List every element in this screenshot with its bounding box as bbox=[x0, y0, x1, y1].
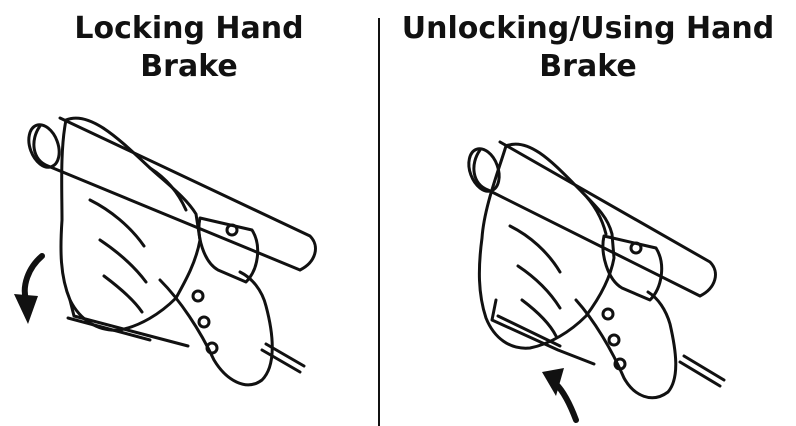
unlocking-brake-panel: Unlocking/Using Hand Brake bbox=[380, 0, 796, 426]
brake-lever-icon bbox=[158, 270, 274, 387]
panel-divider bbox=[378, 18, 380, 426]
up-arrow-icon bbox=[553, 381, 579, 423]
handlebar-icon bbox=[32, 116, 317, 272]
locking-brake-title-line1: Locking Hand bbox=[74, 11, 304, 46]
handlebar-icon bbox=[472, 140, 717, 298]
brake-cable-icon bbox=[260, 342, 306, 374]
brake-cable-icon bbox=[678, 354, 726, 388]
down-arrow-icon bbox=[21, 253, 45, 303]
unlocking-brake-title: Unlocking/Using Hand Brake bbox=[380, 10, 796, 86]
locking-brake-panel: Locking Hand Brake bbox=[0, 0, 378, 426]
unlocking-brake-illustration bbox=[467, 140, 726, 423]
locking-brake-illustration bbox=[14, 116, 317, 387]
locking-brake-title-line2: Brake bbox=[140, 49, 238, 84]
locking-brake-title: Locking Hand Brake bbox=[0, 10, 378, 86]
unlocking-brake-title-line1: Unlocking/Using Hand bbox=[401, 11, 775, 46]
brake-lever-icon bbox=[574, 290, 678, 400]
unlocking-brake-title-line2: Brake bbox=[539, 49, 637, 84]
brake-clamp-icon bbox=[601, 234, 664, 302]
